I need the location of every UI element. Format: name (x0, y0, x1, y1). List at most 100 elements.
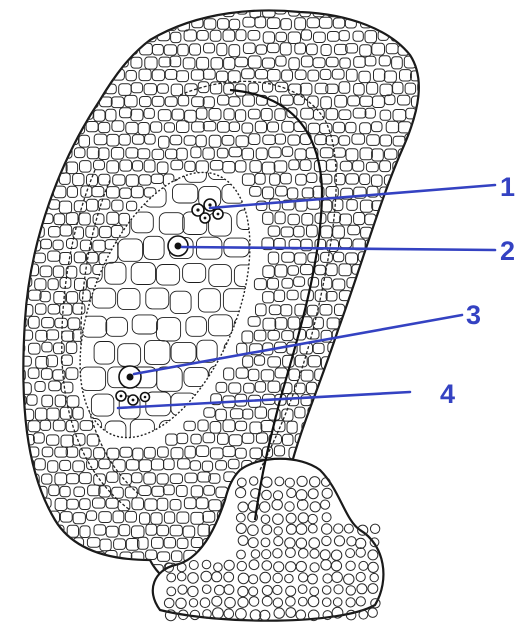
tissue-cell (406, 526, 416, 537)
tissue-cell (406, 446, 417, 457)
tissue-cell (126, 564, 138, 576)
tissue-cell (412, 513, 424, 523)
tissue-cell (365, 421, 378, 433)
tissue-cell (386, 590, 396, 601)
tissue-cell (41, 110, 52, 120)
tissue-cell (398, 460, 409, 472)
tissue-cell (21, 253, 31, 263)
tissue-cell (425, 199, 437, 210)
tissue-cell (367, 290, 379, 300)
tissue-cell (106, 5, 117, 16)
tissue-cell (28, 162, 39, 173)
tissue-cell (426, 226, 438, 235)
tissue-cell (425, 43, 437, 55)
tissue-cell (358, 409, 368, 418)
tissue-cell (55, 56, 65, 68)
tissue-cell (33, 563, 45, 573)
tissue-cell (138, 565, 150, 575)
tissue-cell (321, 409, 332, 421)
tissue-cell (340, 446, 352, 457)
tissue-cell (106, 31, 118, 42)
tissue-cell (411, 44, 424, 53)
tissue-cell (22, 590, 32, 601)
tissue-cell (393, 578, 404, 588)
tissue-cell (406, 473, 417, 484)
tissue-cell (411, 539, 423, 549)
tissue-cell (393, 4, 405, 16)
tissue-cell (405, 291, 415, 302)
tissue-cell (88, 589, 99, 599)
tissue-cell (346, 383, 358, 393)
tissue-cell (346, 356, 357, 366)
tissue-cell (94, 578, 106, 588)
tissue-cell (74, 43, 84, 54)
tissue-cell (80, 31, 93, 42)
tissue-cell (417, 238, 428, 248)
tissue-cell (62, 95, 74, 105)
tissue-cell (393, 526, 404, 537)
tissue-cell (34, 174, 45, 184)
tissue-cell (81, 6, 92, 16)
tissue-cell (14, 266, 24, 278)
tissue-cell (14, 160, 25, 171)
tissue-cell (340, 421, 351, 433)
tissue-cell (119, 4, 130, 16)
label-4: 4 (440, 379, 455, 409)
tissue-cell (67, 577, 78, 588)
tissue-cell (47, 589, 58, 599)
tissue-cell (81, 550, 91, 560)
tissue-cell (55, 577, 66, 589)
tissue-cell (15, 135, 26, 146)
tissue-cell (22, 43, 33, 53)
tissue-cell (399, 174, 411, 184)
tissue-cell (126, 591, 138, 601)
tissue-cell (306, 435, 318, 445)
tissue-cell (404, 5, 415, 15)
tissue-cell (391, 290, 401, 301)
tissue-cell (54, 110, 67, 121)
tissue-cell (412, 201, 424, 212)
tissue-cell (425, 305, 435, 317)
tissue-cell (105, 577, 115, 589)
tissue-cell (15, 58, 26, 69)
tissue-cell (370, 524, 379, 533)
tissue-cell (424, 121, 436, 131)
tissue-cell (413, 149, 424, 161)
tissue-cell (418, 264, 429, 274)
tissue-cell (313, 420, 325, 430)
tissue-cell (125, 19, 137, 30)
tissue-cell (34, 45, 46, 56)
tissue-cell (98, 44, 110, 54)
tissue-cell (424, 591, 436, 601)
tissue-cell (94, 4, 105, 15)
tissue-cell (74, 590, 86, 602)
tissue-cell (74, 71, 85, 83)
tissue-cell (34, 69, 45, 81)
tissue-cell (72, 96, 83, 106)
tissue-cell (35, 148, 48, 160)
tissue-cell (359, 305, 370, 316)
tissue-cell (417, 368, 429, 378)
tissue-cell (333, 381, 344, 393)
tissue-cell (353, 448, 364, 460)
tissue-cell (418, 32, 431, 43)
tissue-cell (361, 511, 372, 521)
tissue-cell (418, 136, 430, 147)
tissue-cell (417, 5, 427, 15)
tissue-cell (49, 121, 59, 131)
tissue-cell (365, 6, 377, 18)
tissue-cell (385, 330, 398, 340)
tissue-cell (399, 434, 410, 444)
tissue-cell (86, 17, 96, 29)
tissue-cell (392, 212, 404, 223)
tissue-cell (14, 4, 25, 15)
tissue-cell (419, 291, 431, 303)
tissue-cell (47, 563, 59, 575)
tissue-cell (86, 71, 98, 83)
tissue-cell (359, 610, 368, 619)
tissue-cell (172, 5, 184, 16)
label-1: 1 (500, 172, 515, 202)
tissue-cell (405, 499, 417, 509)
tissue-cell (365, 472, 376, 482)
